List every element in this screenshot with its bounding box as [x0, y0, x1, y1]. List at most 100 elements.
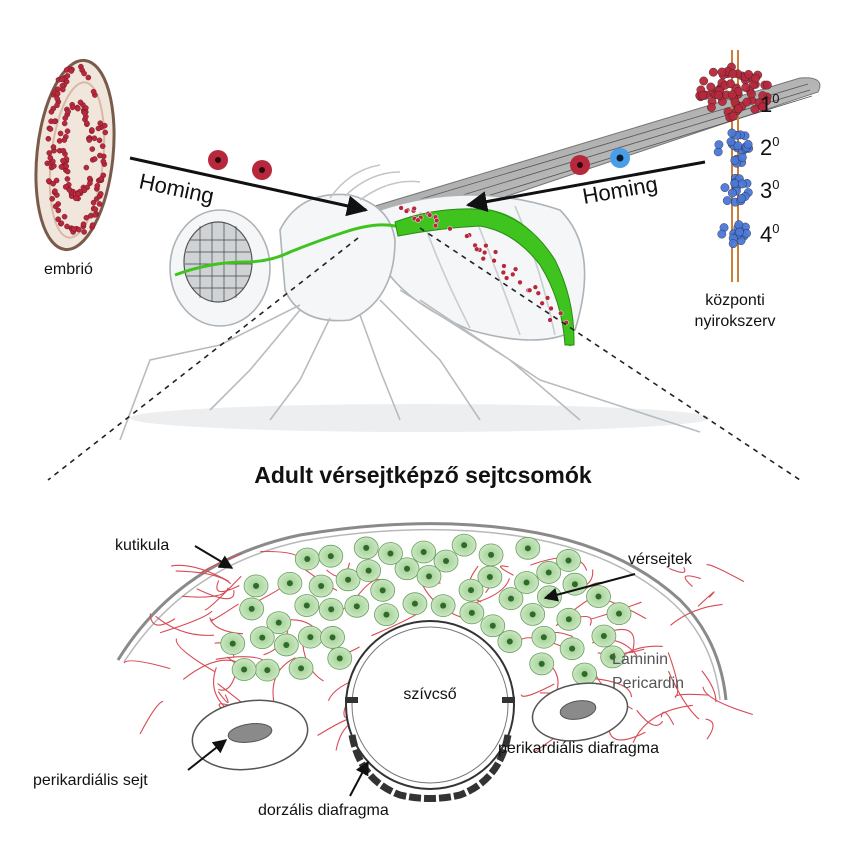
dorsal-diaphragm-pointer: [350, 762, 368, 796]
pericardial-cell-label: perikardiális sejt: [33, 772, 148, 789]
pericardin-label: Pericardin: [612, 675, 684, 692]
embryo-hemocyte-dot: [84, 121, 89, 126]
embryo-hemocyte-dot: [64, 224, 69, 229]
embryo-hemocyte-dot: [90, 146, 95, 151]
hemocyte-cell: [417, 565, 441, 587]
embryo-hemocyte-dot: [67, 187, 72, 192]
hemocyte-cell: [481, 615, 505, 637]
hemocyte-cell: [573, 663, 597, 685]
hemocyte-cell: [403, 593, 427, 615]
hemocyte-cell: [250, 627, 274, 649]
hemocyte-cell: [532, 626, 556, 648]
embryo-hemocyte-dot: [98, 191, 103, 196]
hemocyte-cell: [378, 543, 402, 565]
embryo-hemocyte-dot: [54, 103, 59, 108]
hemocyte-cell: [232, 659, 256, 681]
embryo-hemocyte-dot: [75, 106, 80, 111]
hemocyte-cell: [255, 659, 279, 681]
embryo-hemocyte-dot: [92, 212, 97, 217]
hemocyte-cell: [412, 541, 436, 563]
lymph-gland-lobe-3: [721, 174, 753, 206]
hemocyte-cell: [460, 602, 484, 624]
hemocyte-cell: [354, 537, 378, 559]
embryo-hemocyte-dot: [62, 214, 67, 219]
hemocyte-cell: [289, 657, 313, 679]
embryo-hemocyte-dot: [96, 126, 101, 131]
embryo-hemocyte-dot: [65, 129, 70, 134]
embryo-hemocyte-dot: [103, 130, 108, 135]
cuticle-pointer: [195, 546, 232, 568]
embryo-hemocyte-dot: [55, 96, 60, 101]
hemocyte-cell: [374, 604, 398, 626]
embryo-hemocyte-dot: [66, 109, 71, 114]
embryo-hemocyte-dot: [87, 181, 92, 186]
embryo-hemocyte-dot: [50, 159, 55, 164]
embryo-hemocyte-dot: [65, 169, 70, 174]
embryo-hemocyte-dot: [57, 138, 62, 143]
hemocyte-cell: [431, 595, 455, 617]
hemocyte-cell: [516, 537, 540, 559]
laminin-label: Laminin: [612, 651, 668, 668]
embryo-hemocyte-dot: [100, 144, 105, 149]
hemocyte-cell: [321, 626, 345, 648]
embryo-hemocyte-dot: [46, 178, 51, 183]
fly-illustration: [120, 78, 820, 440]
embryo-hemocyte-dot: [64, 164, 69, 169]
hemocyte-cell: [586, 586, 610, 608]
embryo-hemocyte-dot: [60, 87, 65, 92]
pericardial-cell-left: [188, 693, 312, 776]
embryo-hemocyte-dot: [97, 153, 102, 158]
hemocyte-cell: [345, 595, 369, 617]
embryo-hemocyte-dot: [60, 158, 65, 163]
embryo-hemocyte-dot: [59, 221, 64, 226]
embryo-hemocyte-dot: [92, 136, 97, 141]
embryo-hemocyte-dot: [89, 127, 94, 132]
embryo-hemocyte-dot: [92, 156, 97, 161]
embryo-hemocyte-dot: [64, 67, 69, 72]
embryo-hemocyte-dot: [101, 159, 106, 164]
embryo-hemocyte-dot: [91, 89, 96, 94]
hemocyte-cell: [560, 638, 584, 660]
heart-tube-section: [345, 621, 515, 799]
embryo-hemocyte-dot: [52, 188, 57, 193]
lobe-4-label: 40: [760, 221, 779, 247]
embryo-hemocyte-dot: [97, 201, 102, 206]
lobe-2-label: 20: [760, 134, 779, 160]
embryo-hemocyte-dot: [51, 144, 56, 149]
hemocyte-cell: [530, 653, 554, 675]
hemocyte-cell: [319, 598, 343, 620]
hemocyte-cell: [607, 603, 631, 625]
embryo-hemocyte-dot: [99, 176, 104, 181]
hemocyte-cell: [309, 575, 333, 597]
hemocyte-cell: [557, 549, 581, 571]
hemocyte-cell: [479, 544, 503, 566]
hemocyte-cell: [298, 626, 322, 648]
embryo-hemocyte-dot: [97, 138, 102, 143]
embryo-hemocyte-dot: [54, 178, 59, 183]
embryo-hemocyte-dot: [61, 148, 66, 153]
embryo-label: embrió: [44, 261, 93, 278]
embryo-hemocyte-dot: [58, 131, 63, 136]
homing-right-label: Homing: [581, 171, 660, 209]
embryo-hemocyte-dot: [63, 116, 68, 121]
heart-tube-label: szívcső: [403, 686, 456, 703]
embryo-hemocyte-dot: [46, 136, 51, 141]
embryo-hemocyte-dot: [95, 183, 100, 188]
embryo-hemocyte-dot: [62, 121, 67, 126]
hemocyte-cell: [459, 579, 483, 601]
hemocyte-cell: [521, 603, 545, 625]
lobe-1-label: 10: [760, 91, 779, 117]
embryo-hemocyte-dot: [65, 73, 70, 78]
hemocyte-cell: [328, 647, 352, 669]
embryo-hemocyte-dot: [49, 109, 54, 114]
embryo-hemocyte-dot: [93, 207, 98, 212]
embryo-hemocyte-dot: [87, 137, 92, 142]
embryo-hemocyte-dot: [70, 105, 75, 110]
hemocyte-cell: [278, 572, 302, 594]
embryo-hemocyte-dot: [69, 68, 74, 73]
embryo-hemocyte-dot: [86, 75, 91, 80]
embryo-hemocyte-dot: [82, 71, 87, 76]
hemocyte-cell: [274, 634, 298, 656]
lymph-gland-label-line1: központi: [705, 292, 765, 309]
embryo-hemocyte-dot: [56, 208, 61, 213]
